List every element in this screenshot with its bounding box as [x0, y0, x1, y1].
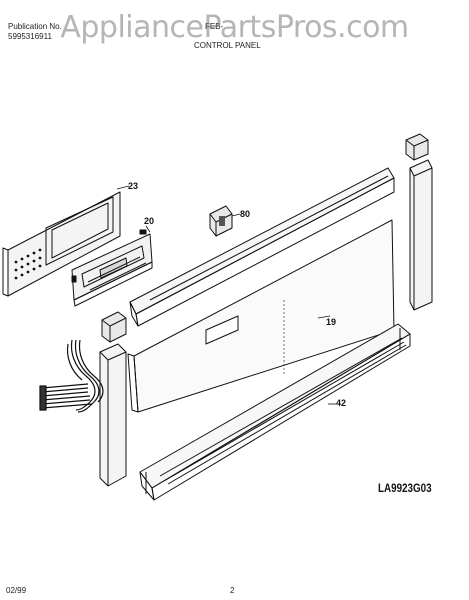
right-end-cap [405, 133, 429, 161]
publication-number: 5995316911 [8, 32, 52, 41]
publication-label: Publication No. [8, 22, 62, 31]
top-trim-rail [129, 167, 395, 327]
section-title: CONTROL PANEL [194, 41, 261, 50]
vent-extrusion-42 [139, 323, 411, 501]
control-panel-19 [127, 219, 395, 413]
watermark: AppliancePartsPros.com [60, 10, 409, 45]
callout-23: 23 [128, 181, 139, 191]
left-side-trim [99, 343, 127, 487]
control-board-20 [71, 229, 153, 307]
model-label: FEB- [205, 22, 224, 31]
callout-42: 42 [336, 398, 347, 408]
switch-80 [209, 205, 233, 237]
footer-date: 02/99 [6, 586, 27, 595]
footer-page-number: 2 [230, 586, 235, 595]
wire-harness [39, 339, 104, 413]
callout-80: 80 [240, 209, 251, 219]
right-side-trim [409, 159, 433, 311]
callout-19: 19 [326, 317, 337, 327]
drawing-code: LA9923G03 [378, 481, 432, 495]
bracket-23 [2, 191, 121, 297]
left-end-cap [101, 311, 127, 343]
callout-20: 20 [144, 216, 155, 226]
